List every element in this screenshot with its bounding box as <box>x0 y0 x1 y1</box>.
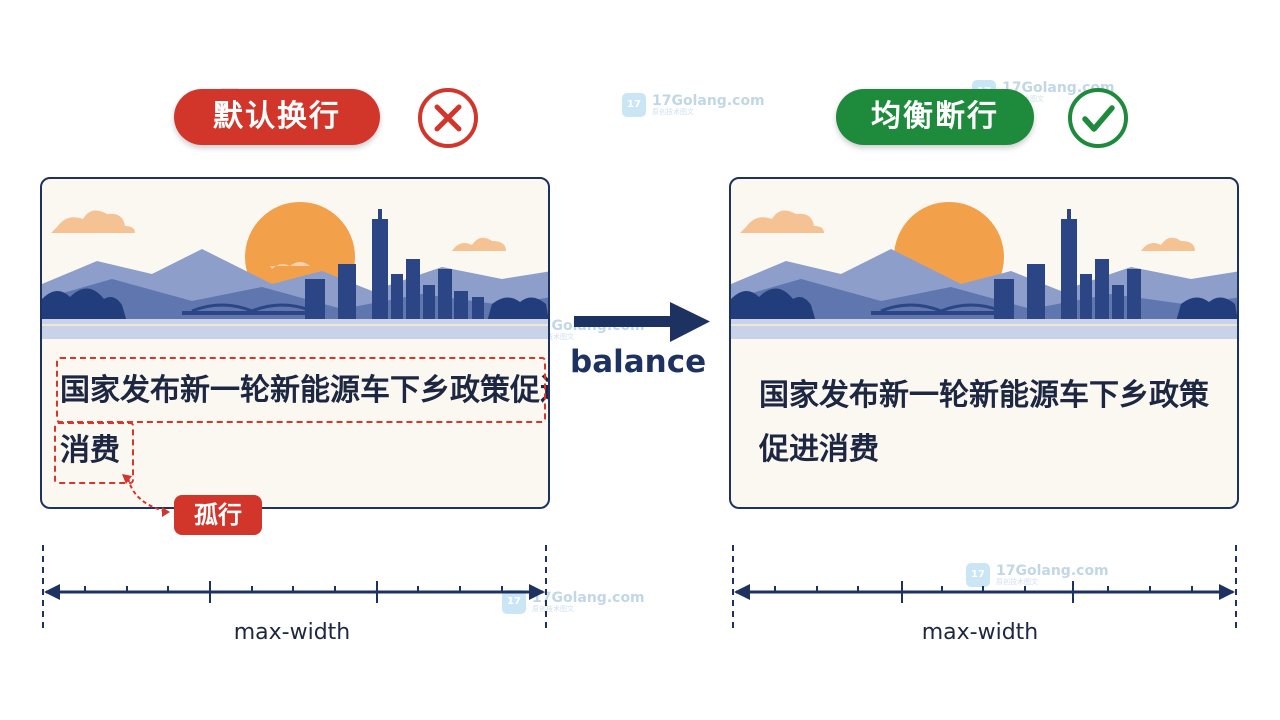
watermark-logo-icon: 17 <box>622 93 646 117</box>
balanced-wrap-badge: 均衡断行 <box>836 89 1034 145</box>
max-width-label-left: max-width <box>233 620 351 645</box>
headline-line-1: 国家发布新一轮新能源车下乡政策 <box>759 378 1209 413</box>
balanced-wrap-badge-label: 均衡断行 <box>871 99 999 134</box>
right-arrow-icon <box>574 302 710 342</box>
city-landscape-illustration <box>731 202 1237 339</box>
default-wrap-badge: 默认换行 <box>174 89 380 145</box>
orphan-line-highlight <box>54 422 134 484</box>
line-1-highlight <box>56 357 546 423</box>
headline-line-2: 促进消费 <box>759 432 879 467</box>
watermark-logo-icon: 17 <box>966 563 990 587</box>
default-wrap-card: 国家发布新一轮新能源车下乡政策促进 消费 <box>40 177 550 509</box>
watermark-logo-icon: 17 <box>502 590 526 614</box>
balance-label: balance <box>570 344 707 380</box>
orphan-label-badge: 孤行 <box>174 495 262 535</box>
city-landscape-illustration <box>42 202 548 339</box>
orphan-pointer-arrow <box>122 474 170 517</box>
orphan-label: 孤行 <box>194 501 242 529</box>
max-width-scale-left <box>42 545 547 630</box>
max-width-scale-right <box>732 545 1237 630</box>
max-width-label-right: max-width <box>921 620 1039 645</box>
check-circle-icon <box>1068 88 1128 148</box>
default-wrap-badge-label: 默认换行 <box>213 99 341 134</box>
balanced-wrap-card: 国家发布新一轮新能源车下乡政策 促进消费 <box>729 177 1239 509</box>
headline-line-2: 消费 <box>60 433 120 468</box>
cross-circle-icon <box>418 88 478 148</box>
headline-line-1: 国家发布新一轮新能源车下乡政策促进 <box>60 373 550 408</box>
